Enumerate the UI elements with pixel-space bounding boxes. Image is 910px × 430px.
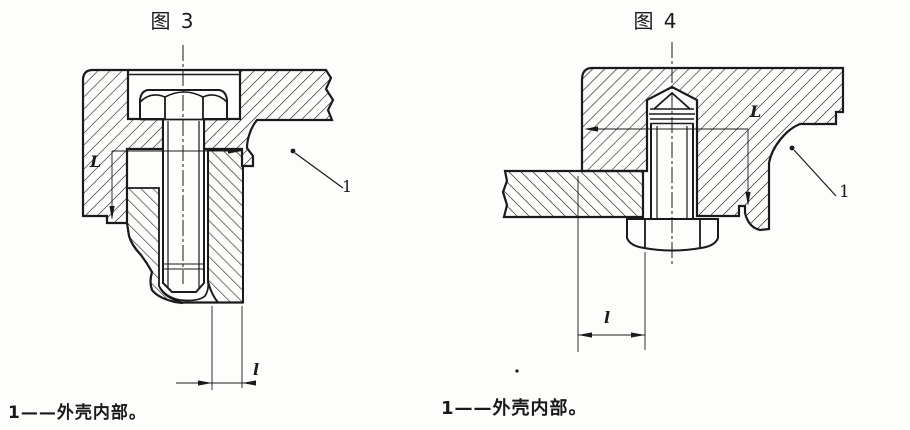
figure4-dim-L-label: L [750, 102, 762, 121]
figure4-callout-label: 1 [839, 182, 850, 202]
fig4-plate-section [501, 169, 645, 219]
figure3-callout-label: 1 [342, 177, 353, 196]
figure4-title: 图 4 [633, 9, 679, 33]
fig3-drill-pocket-edge [158, 281, 210, 302]
fig3-leader-line [294, 152, 344, 189]
fig3-dim-L-arrow-down [109, 206, 115, 220]
figure3-caption: 1——外壳内部。 [8, 403, 147, 423]
figure3-title: 图 3 [150, 9, 196, 33]
fig3-leader-dot [290, 148, 296, 154]
figure3-dim-l-label: l [253, 360, 260, 379]
fig3-dim-l-arrow-right [242, 380, 256, 386]
fig3-cover-left-section [81, 68, 165, 225]
fig3-dim-L-arrow-right [228, 148, 242, 154]
fig4-stray-dot [515, 369, 519, 373]
fig4-dim-l-arrow-left [578, 332, 592, 338]
fig3-bolt-head-arcs [139, 91, 228, 103]
figure4-caption: 1——外壳内部。 [441, 398, 588, 419]
fig4-housing-section [580, 66, 845, 232]
fig4-leader-line [793, 149, 837, 197]
fig3-body-cast-profile [125, 222, 184, 305]
figure3-drawing [81, 45, 344, 390]
fig4-nut-outline [626, 218, 719, 252]
fig4-dim-L-arrow-down [745, 192, 751, 206]
figure4-drawing [501, 42, 845, 373]
figure4-dim-l-label: l [604, 308, 611, 327]
fig3-dim-l-arrow-left [198, 380, 212, 386]
figure3-dim-L-label: L [90, 152, 102, 171]
fig4-dim-l-arrow-right [631, 332, 645, 338]
fig4-dim-L-arrow-left [584, 126, 598, 132]
fig4-stud-tip-cone [653, 92, 691, 110]
fig3-body-right-section [207, 149, 244, 304]
fig4-leader-dot [789, 145, 795, 151]
